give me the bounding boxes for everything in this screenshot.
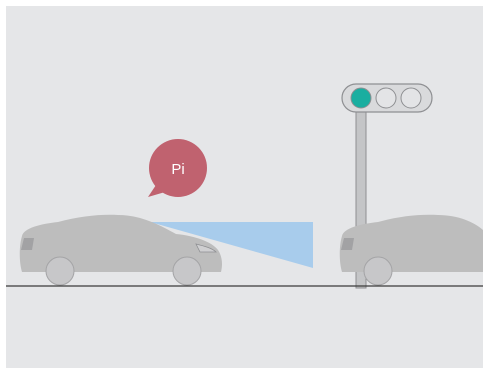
speech-bubble-text: Pi xyxy=(171,161,184,178)
traffic-light-lamp-yellow xyxy=(376,88,396,108)
traffic-light-lamp-green xyxy=(351,88,371,108)
traffic-light-lamp-red xyxy=(401,88,421,108)
ego-car-front-wheel xyxy=(173,257,201,285)
scene-background xyxy=(6,6,483,368)
ego-car-rear-wheel xyxy=(46,257,74,285)
leading-car-rear-wheel xyxy=(364,257,392,285)
